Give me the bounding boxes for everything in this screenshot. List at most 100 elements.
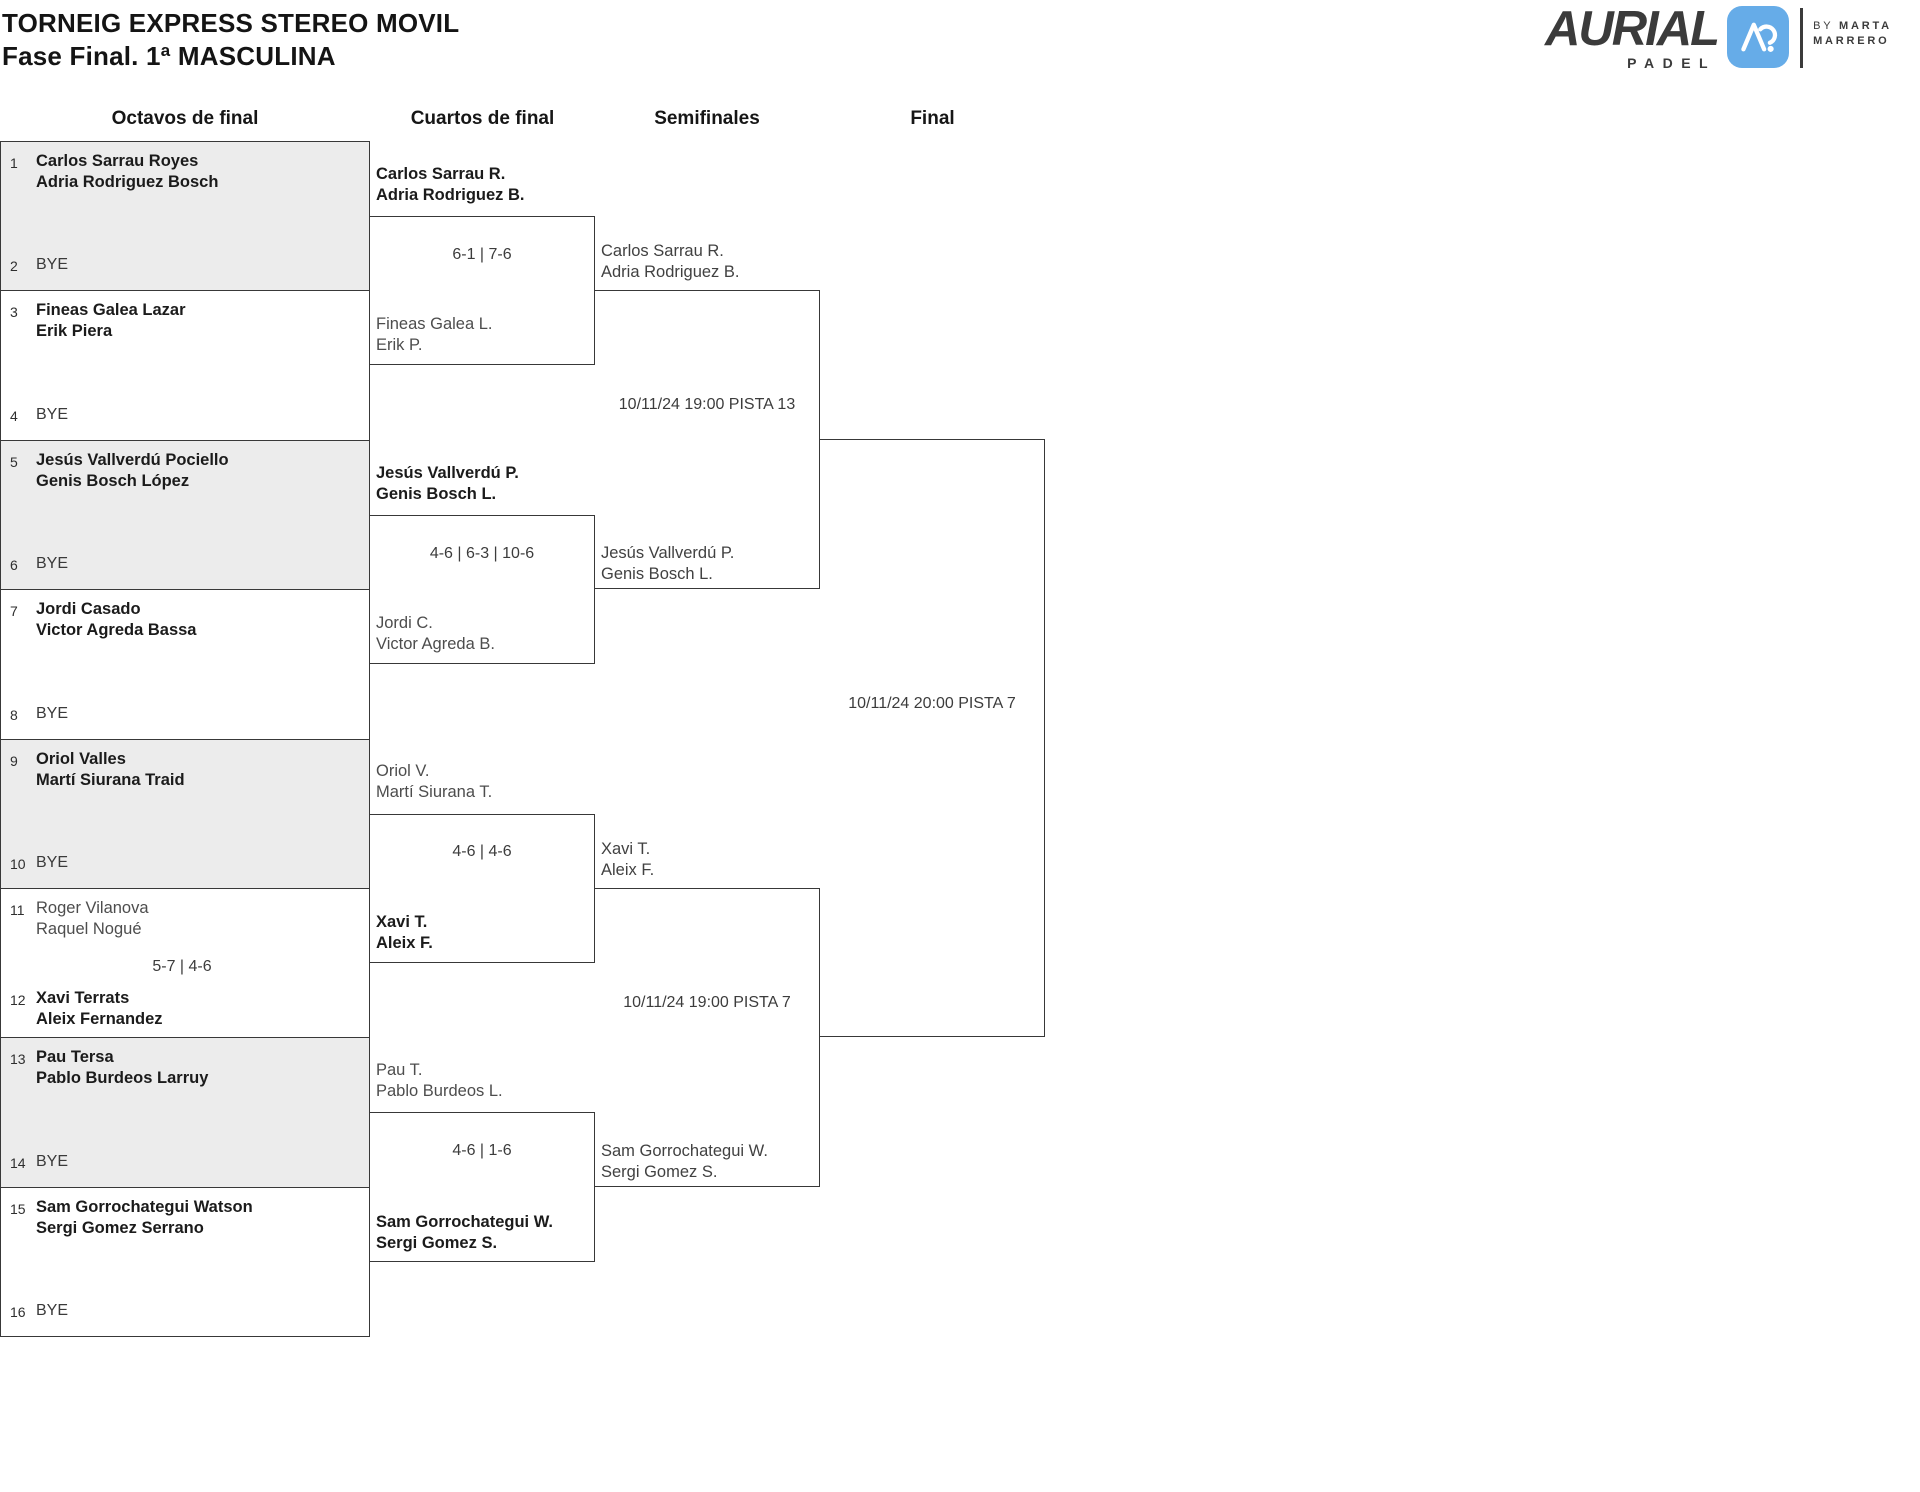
seed-number: 10 [10,855,26,872]
qf3-team-bottom: Xavi T.Aleix F. [376,913,433,952]
sf-match-box-1 [594,290,820,589]
byline-by: BY [1813,20,1834,32]
seed-number: 1 [10,155,18,171]
qf1-team-bottom: Fineas Galea L.Erik P. [376,315,493,354]
qf3-score: 4-6 | 4-6 [452,843,512,860]
qf-match-box-1 [370,216,595,365]
aurial-logo: AURIAL PADEL BY MARTA MARRERO [1545,2,1892,72]
seed-number: 9 [10,752,18,769]
round-header-semis: Semifinales [654,108,760,129]
seed-number: 13 [10,1051,26,1068]
team-slot-bye: 10 BYE [10,852,68,875]
team-slot-bye: 8 BYE [10,703,68,726]
page-title: TORNEIG EXPRESS STEREO MOVIL [2,8,460,38]
logo-wordmark: AURIAL PADEL [1545,2,1720,72]
bye-label: BYE [36,1152,69,1170]
team-slot-bye: 4 BYE [10,404,68,427]
seed-number: 4 [10,407,18,424]
seed-number: 11 [10,901,25,918]
team-slot-bye: 16 BYE [10,1300,68,1323]
qf4-score: 4-6 | 1-6 [452,1142,512,1159]
sf1-team-bottom: Jesús Vallverdú P.Genis Bosch L. [601,544,735,583]
seed-number: 2 [10,258,18,275]
seed-number: 7 [10,603,18,620]
qf-match-box-3 [370,814,595,963]
logo-product-text: PADEL [1627,55,1717,71]
logo-divider [1800,8,1804,68]
team-slot-bye: 2 BYE [10,254,68,277]
bye-label: BYE [36,1302,69,1319]
seed-number: 8 [10,706,18,723]
sf1-schedule: 10/11/24 19:00 PISTA 13 [618,396,796,413]
qf4-team-top: Pau T.Pablo Burdeos L. [376,1061,503,1100]
seed-number: 6 [10,557,18,574]
qf-match-box-2 [370,515,595,664]
aurial-monogram-icon [1727,6,1790,68]
round-header-octavos: Octavos de final [111,108,259,129]
bye-label: BYE [36,555,69,573]
sf-match-box-2 [594,888,820,1187]
seed-number: 5 [10,453,18,470]
seed-number: 12 [10,992,26,1009]
match-score: 5-7 | 4-6 [152,957,212,975]
bye-label: BYE [36,704,69,722]
bye-label: BYE [36,853,69,871]
qf1-score: 6-1 | 7-6 [452,246,512,263]
byline-name1: MARTA [1839,20,1892,32]
sf2-team-top: Xavi T.Aleix F. [601,840,655,879]
round-header-final: Final [910,108,955,129]
seed-number: 3 [10,304,18,321]
team-slot-bye: 6 BYE [10,553,68,576]
logo-brand-text: AURIAL [1545,2,1720,56]
qf2-score: 4-6 | 6-3 | 10-6 [429,545,535,562]
sf1-team-top: Carlos Sarrau R.Adria Rodriguez B. [601,242,740,281]
qf2-team-top: Jesús Vallverdú P.Genis Bosch L. [376,464,519,503]
sf2-schedule: 10/11/24 19:00 PISTA 7 [623,994,791,1011]
seed-number: 16 [10,1304,26,1320]
final-match-box [819,439,1045,1037]
bye-label: BYE [36,256,69,274]
qf2-team-bottom: Jordi C.Victor Agreda B. [376,614,495,653]
bye-label: BYE [36,405,69,423]
sf2-team-bottom: Sam Gorrochategui W.Sergi Gomez S. [601,1142,768,1181]
qf1-team-top: Carlos Sarrau R.Adria Rodriguez B. [376,165,525,204]
qf4-team-bottom: Sam Gorrochategui W.Sergi Gomez S. [376,1213,553,1252]
page-subtitle: Fase Final. 1ª MASCULINA [2,41,336,71]
logo-byline: BY MARTA MARRERO [1813,19,1892,49]
qf3-team-top: Oriol V.Martí Siurana T. [376,762,493,801]
round-header-cuartos: Cuartos de final [410,108,555,129]
byline-name2: MARRERO [1813,35,1890,47]
qf-match-box-4 [370,1112,595,1262]
team-slot-bye: 14 BYE [10,1151,68,1174]
final-schedule: 10/11/24 20:00 PISTA 7 [848,695,1016,712]
seed-number: 14 [10,1154,26,1171]
